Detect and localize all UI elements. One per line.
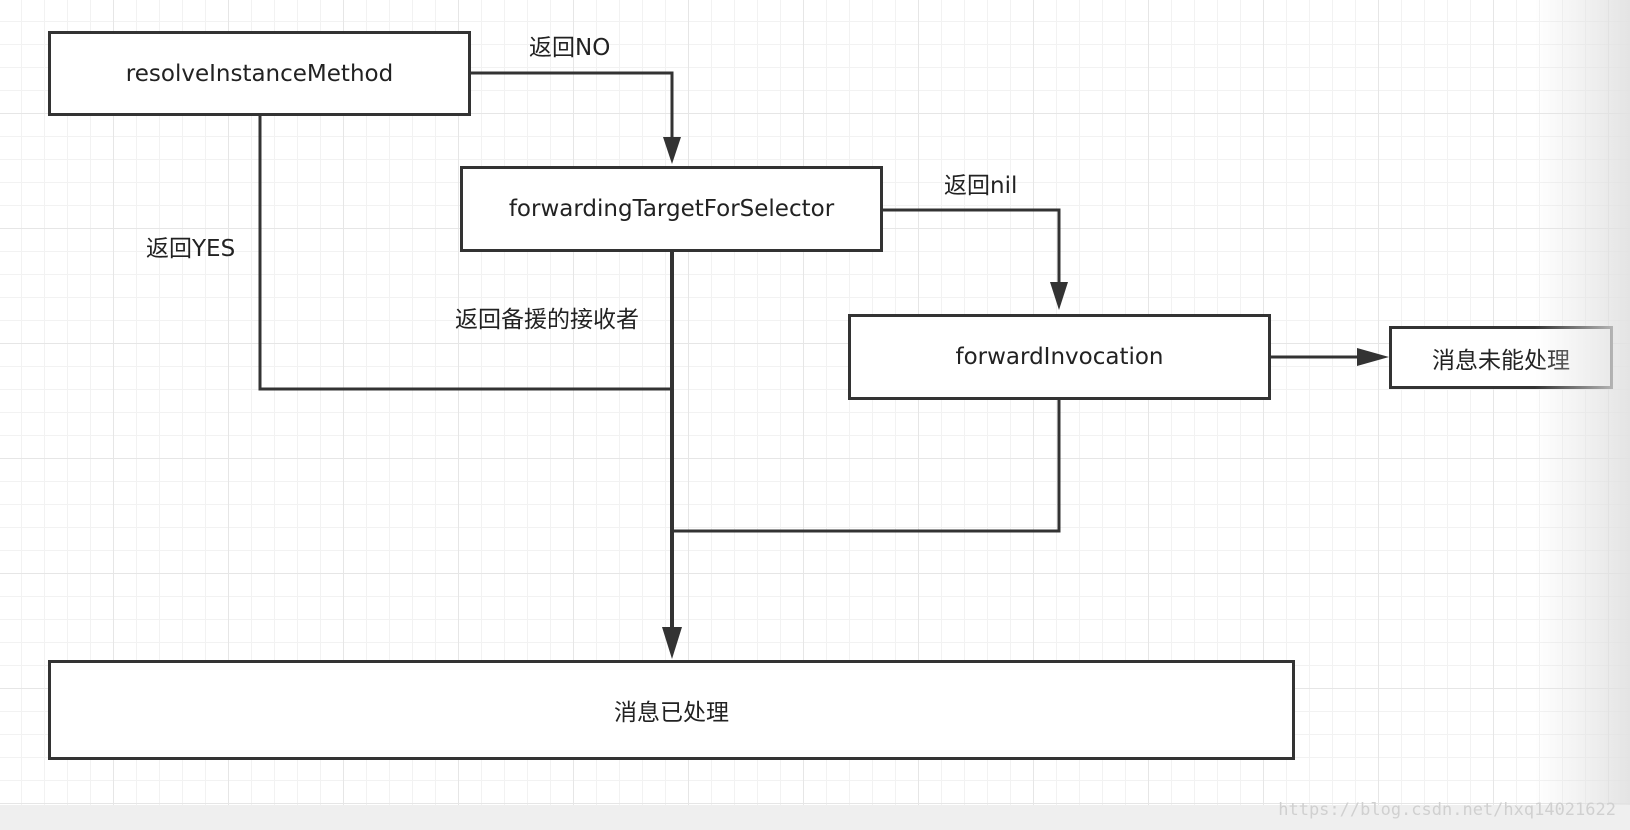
node-label: 消息已处理	[614, 700, 729, 726]
edge-label-return-yes: 返回YES	[146, 236, 236, 262]
node-label: forwardingTargetForSelector	[508, 196, 835, 222]
arrowhead-not-handled	[1357, 348, 1389, 366]
edge-label-return-nil: 返回nil	[944, 173, 1018, 199]
edges-layer	[258, 71, 1389, 659]
node-message-handled: 消息已处理	[48, 660, 1295, 760]
bottom-bar	[0, 805, 1630, 830]
edge-resolve-to-forwarding-target	[471, 71, 674, 140]
edge-resolve-yes	[258, 116, 672, 391]
node-label: forwardInvocation	[955, 344, 1164, 370]
node-forward-invocation: forwardInvocation	[848, 314, 1271, 400]
edge-invocation-to-handled	[672, 400, 1061, 533]
watermark-text: https://blog.csdn.net/hxq14021622	[1278, 800, 1616, 820]
arrowhead-handled	[662, 627, 682, 659]
edge-label-return-no: 返回NO	[529, 35, 611, 61]
node-forwarding-target-for-selector: forwardingTargetForSelector	[460, 166, 883, 252]
arrowhead-forward-invocation	[1050, 282, 1068, 310]
node-resolve-instance-method: resolveInstanceMethod	[48, 31, 471, 116]
node-label: resolveInstanceMethod	[125, 60, 394, 87]
edge-forwarding-target-nil	[883, 208, 1061, 285]
right-edge-shading	[1535, 0, 1630, 805]
diagram-canvas: resolveInstanceMethod forwardingTargetFo…	[0, 0, 1630, 805]
edge-label-return-backup-receiver: 返回备援的接收者	[455, 307, 639, 333]
arrowhead-forwarding-target	[663, 137, 681, 164]
